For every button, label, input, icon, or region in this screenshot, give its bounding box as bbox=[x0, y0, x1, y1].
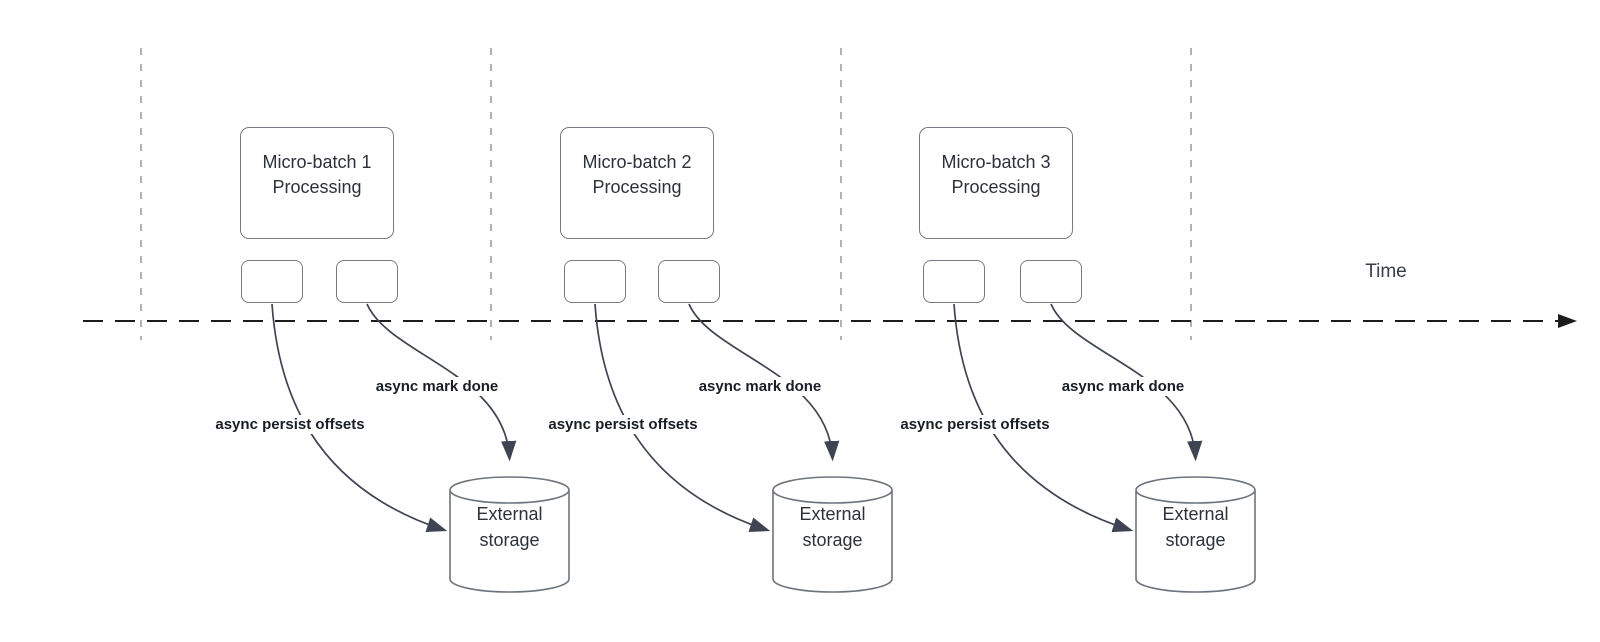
external-storage-label-line2: storage bbox=[1165, 530, 1226, 550]
external-storage-cylinder bbox=[449, 476, 570, 593]
persist-offsets-task-box bbox=[564, 260, 626, 303]
async-persist-offsets-label: async persist offsets bbox=[875, 415, 1075, 434]
async-mark-done-label: async mark done bbox=[660, 377, 860, 396]
external-storage-label: External storage bbox=[773, 501, 892, 553]
processing-box: Micro-batch 2 Processing bbox=[560, 127, 714, 239]
async-persist-offsets-label: async persist offsets bbox=[523, 415, 723, 434]
persist-offsets-task-box bbox=[241, 260, 303, 303]
processing-box-subtitle: Processing bbox=[592, 177, 682, 197]
external-storage-label-line1: External bbox=[1162, 504, 1229, 524]
mark-done-task-box bbox=[658, 260, 720, 303]
async-mark-done-arrow bbox=[1050, 303, 1203, 462]
time-axis-arrowhead bbox=[1558, 314, 1577, 328]
external-storage-label-line1: External bbox=[476, 504, 543, 524]
processing-box-subtitle: Processing bbox=[272, 177, 362, 197]
external-storage-label-line2: storage bbox=[479, 530, 540, 550]
async-persist-offsets-label: async persist offsets bbox=[190, 415, 390, 434]
async-mark-done-label: async mark done bbox=[337, 377, 537, 396]
external-storage-label-line1: External bbox=[799, 504, 866, 524]
processing-box-title: Micro-batch 1 bbox=[262, 152, 372, 172]
processing-box-subtitle: Processing bbox=[951, 177, 1041, 197]
async-mark-done-label: async mark done bbox=[1023, 377, 1223, 396]
processing-box-title: Micro-batch 2 bbox=[582, 152, 692, 172]
persist-offsets-task-box bbox=[923, 260, 985, 303]
external-storage-label: External storage bbox=[450, 501, 569, 553]
async-mark-done-arrow bbox=[688, 303, 840, 462]
external-storage-cylinder bbox=[772, 476, 893, 593]
processing-box: Micro-batch 1 Processing bbox=[240, 127, 394, 239]
external-storage-label-line2: storage bbox=[802, 530, 863, 550]
async-mark-done-arrow bbox=[366, 303, 517, 462]
external-storage-cylinder bbox=[1135, 476, 1256, 593]
processing-box: Micro-batch 3 Processing bbox=[919, 127, 1073, 239]
time-axis-label: Time bbox=[1365, 261, 1407, 282]
mark-done-task-box bbox=[336, 260, 398, 303]
processing-box-title: Micro-batch 3 bbox=[941, 152, 1051, 172]
external-storage-label: External storage bbox=[1136, 501, 1255, 553]
mark-done-task-box bbox=[1020, 260, 1082, 303]
